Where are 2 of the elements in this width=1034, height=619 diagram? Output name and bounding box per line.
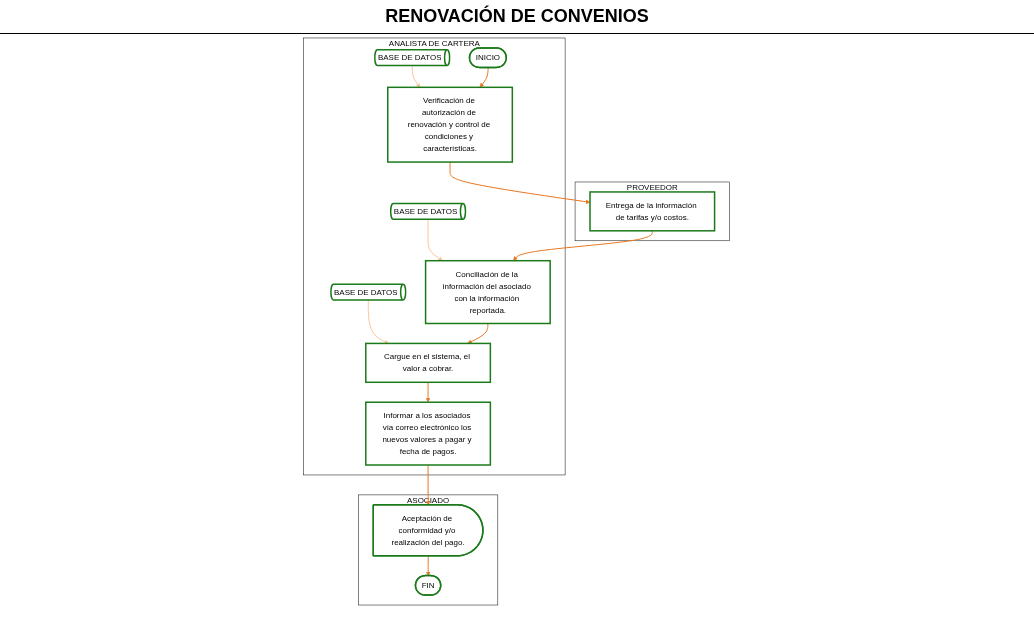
diagram-title: RENOVACIÓN DE CONVENIOS xyxy=(0,0,1034,34)
arrow xyxy=(426,381,431,403)
